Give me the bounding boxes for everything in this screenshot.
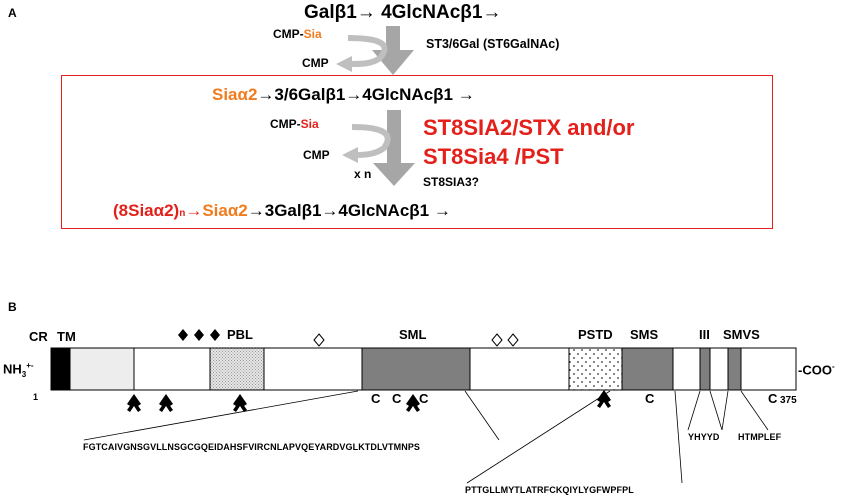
enzyme-st8sia4: ST8Sia4 /PST [423, 144, 564, 169]
cmp-sia-donor-1: CMP-Sia [273, 27, 322, 41]
glycosite-2 [159, 394, 173, 412]
domain-label-sml: SML [399, 327, 427, 342]
stem-region [69, 347, 135, 391]
iii-callout-left [687, 390, 701, 431]
smvs-callout-left [721, 390, 729, 431]
cysteine-5: C [768, 391, 778, 406]
smvs-domain [727, 347, 742, 391]
cysteine-3: C [419, 391, 429, 406]
open-diamond-3 [507, 333, 519, 347]
domain-label-sms: SMS [630, 327, 659, 342]
cmp-release-arrow-1 [347, 35, 388, 67]
filled-diamond-2 [194, 329, 204, 341]
polysialylated-glycan-line: (8Siaα2)n→Siaα2→3Galβ1→4GlcNAcβ1 → [113, 201, 451, 220]
domain-label-cr: CR [29, 329, 48, 344]
repeat-count: x n [354, 167, 372, 181]
glycosite-3 [233, 394, 247, 412]
sialylated-glycan-line: Siaα2→3/6Galβ1→4GlcNAcβ1 → [212, 85, 475, 104]
tm-domain [51, 348, 70, 390]
residue-start: 1 [33, 392, 39, 402]
pstd-sequence: PTTGLLMYTLATRFCKQIYLYGFWPFPL [465, 485, 634, 495]
domain-label-smvs: SMVS [723, 327, 760, 342]
cmp-released-2: CMP [303, 148, 330, 162]
cmp-sia-donor-2: CMP-Sia [270, 117, 319, 131]
pstd-callout-left [466, 390, 611, 484]
glycan-substrate-line: Galβ1→ 4GlcNAcβ1→ [304, 2, 502, 23]
motif-iii-sequence: YHYYD [688, 432, 720, 442]
domain-label-tm: TM [57, 329, 76, 344]
sml-domain [361, 347, 471, 391]
iii-callout-right [709, 390, 723, 431]
sml-callout-right [464, 390, 500, 441]
polysialylation-box [61, 75, 773, 229]
glycosite-5 [597, 390, 611, 408]
open-diamond-1 [313, 333, 325, 347]
enzyme-st8sia3: ST8SIA3? [423, 175, 480, 189]
n-terminus: NH3+- [3, 361, 34, 379]
filled-diamond-3 [210, 329, 220, 341]
reaction-arrow-2 [373, 110, 415, 186]
c-terminus: -COO- [798, 362, 835, 378]
motif-iii [699, 347, 711, 391]
smvs-callout-right [740, 390, 769, 431]
reaction-arrow-1 [372, 26, 414, 75]
sml-callout-left [83, 390, 359, 441]
cmp-released-1: CMP [302, 56, 329, 70]
sml-sequence: FGTCAIVGNSGVLLNSGCGQEIDAHSFVIRCNLAPVQEYA… [83, 442, 421, 452]
panel-a-label: A [8, 6, 17, 20]
open-diamond-2 [491, 333, 503, 347]
panel-b-label: B [8, 300, 17, 314]
cysteine-4: C [645, 391, 655, 406]
domain-label-pstd: PSTD [578, 327, 613, 342]
domain-label-iii: III [699, 327, 710, 342]
cmp-release-arrow-2 [351, 124, 391, 158]
cysteine-1: C [371, 391, 381, 406]
sms-domain [621, 347, 674, 391]
glycosite-1 [127, 394, 141, 412]
pstd-domain [568, 347, 623, 391]
smvs-sequence: HTMPLEF [738, 432, 782, 442]
pstd-callout-right [674, 390, 683, 484]
cysteine-2: C [392, 391, 402, 406]
enzyme-st8sia2: ST8SIA2/STX and/or [423, 115, 635, 140]
filled-diamond-1 [178, 329, 188, 341]
glycosite-4 [406, 394, 420, 412]
domain-label-pbl: PBL [227, 327, 253, 342]
enzyme-st3-6gal: ST3/6Gal (ST6GalNAc) [426, 37, 560, 51]
residue-end: 375 [780, 395, 797, 406]
pbl-domain [209, 347, 265, 391]
